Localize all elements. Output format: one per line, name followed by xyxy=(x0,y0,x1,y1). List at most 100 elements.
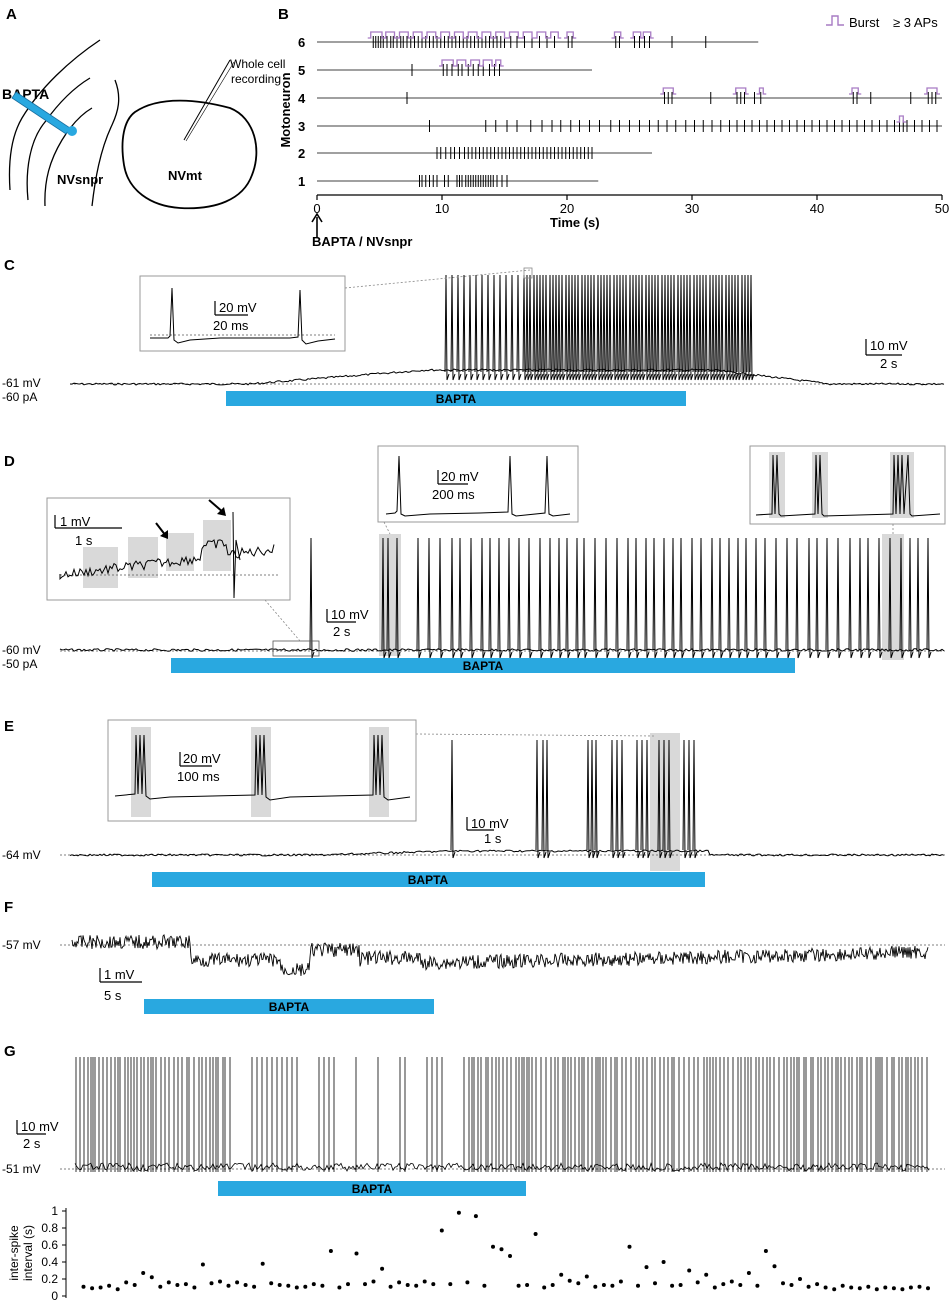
panel-letter-c: C xyxy=(4,257,15,274)
action-potential xyxy=(899,537,905,659)
isi-point xyxy=(499,1247,504,1252)
action-potential xyxy=(570,274,576,381)
action-potential xyxy=(656,274,662,381)
baseline-label-f: -57 mV xyxy=(2,938,41,952)
isi-point xyxy=(849,1285,854,1290)
raster-x-tick-label: 10 xyxy=(435,201,449,216)
isi-point xyxy=(798,1277,802,1281)
action-potential xyxy=(710,537,716,659)
isi-point xyxy=(388,1284,393,1289)
scale-g-v: 10 mV xyxy=(21,1119,59,1134)
nvsnpr-label: NVsnpr xyxy=(57,172,103,187)
action-potential xyxy=(746,274,752,381)
bapta-bar-d xyxy=(171,658,795,673)
isi-point xyxy=(525,1283,530,1287)
action-potential xyxy=(695,274,701,381)
isi-point xyxy=(866,1284,871,1289)
action-potential xyxy=(657,739,663,859)
action-potential xyxy=(916,537,922,659)
scale-g-t: 2 s xyxy=(23,1136,41,1151)
burst-legend-icon xyxy=(826,15,844,26)
action-potential xyxy=(718,537,724,659)
action-potential xyxy=(525,274,531,381)
isi-point xyxy=(200,1262,205,1267)
scale-e-t: 1 s xyxy=(484,831,502,846)
isi-y-tick-label: 0.4 xyxy=(41,1255,58,1269)
action-potential xyxy=(498,274,504,381)
isi-ylabel-2: interval (s) xyxy=(21,1225,35,1281)
action-potential xyxy=(848,537,854,659)
isi-point xyxy=(823,1285,828,1290)
action-potential xyxy=(634,537,640,659)
action-potential xyxy=(926,537,932,659)
isi-point xyxy=(218,1279,222,1284)
isi-point xyxy=(926,1286,930,1291)
action-potential xyxy=(538,274,544,381)
raster-x-tick-label: 20 xyxy=(560,201,574,216)
isi-point xyxy=(311,1282,316,1287)
action-potential xyxy=(692,739,698,859)
isi-point xyxy=(704,1272,709,1277)
action-potential xyxy=(621,274,627,381)
inset-c-scale-v: 20 mV xyxy=(219,300,257,315)
raster-row-label: 3 xyxy=(298,119,305,134)
isi-point xyxy=(618,1279,623,1284)
isi-point xyxy=(772,1264,777,1269)
burst-legend-criterion: ≥ 3 APs xyxy=(893,15,938,30)
action-potential xyxy=(488,537,494,659)
isi-point xyxy=(473,1214,478,1219)
isi-point xyxy=(542,1285,547,1290)
isi-point xyxy=(252,1284,257,1289)
baseline-label-g: -51 mV xyxy=(2,1162,41,1176)
isi-point xyxy=(90,1286,95,1291)
action-potential xyxy=(701,274,707,381)
isi-point xyxy=(832,1287,837,1292)
isi-point xyxy=(891,1286,896,1291)
isi-point xyxy=(465,1280,470,1285)
action-potential xyxy=(554,274,560,381)
action-potential xyxy=(522,274,528,381)
scale-c-t: 2 s xyxy=(880,356,898,371)
action-potential xyxy=(438,537,444,659)
action-potential xyxy=(785,537,791,659)
action-potential xyxy=(631,274,637,381)
isi-point xyxy=(917,1284,922,1289)
isi-point xyxy=(226,1283,231,1288)
isi-point xyxy=(840,1283,845,1288)
action-potential xyxy=(551,274,557,381)
isi-point xyxy=(286,1283,291,1288)
isi-point xyxy=(158,1284,163,1289)
action-potential xyxy=(474,274,480,381)
spikes-d xyxy=(309,537,932,659)
action-potential xyxy=(444,274,450,381)
raster-row-label: 2 xyxy=(298,146,305,161)
isi-point xyxy=(653,1281,657,1286)
action-potential xyxy=(309,537,315,659)
action-potential xyxy=(717,274,723,381)
scale-d-v: 10 mV xyxy=(331,607,369,622)
inset-d1-scale-t: 1 s xyxy=(75,533,93,548)
baseline-label-e: -64 mV xyxy=(2,848,41,862)
action-potential xyxy=(733,274,739,381)
isi-point xyxy=(175,1283,180,1287)
trace-f xyxy=(71,934,929,976)
raster-xlabel: Time (s) xyxy=(550,215,600,230)
action-potential xyxy=(427,537,433,659)
action-potential xyxy=(535,274,541,381)
bapta-bar-e xyxy=(152,872,705,887)
action-potential xyxy=(486,274,492,381)
action-potential xyxy=(676,274,682,381)
action-potential xyxy=(662,537,668,659)
isi-point xyxy=(755,1283,760,1288)
isi-point xyxy=(414,1283,419,1288)
inset-e-scale-t: 100 ms xyxy=(177,769,220,784)
baseline-label-d: -60 mV xyxy=(2,643,41,657)
trace-d xyxy=(59,648,945,652)
isi-point xyxy=(337,1285,342,1290)
isi-point xyxy=(183,1282,188,1287)
raster-x-tick-label: 30 xyxy=(685,201,699,216)
isi-point xyxy=(439,1228,444,1233)
bapta-bar-c xyxy=(226,391,686,406)
burst-marker xyxy=(439,59,504,67)
action-potential xyxy=(567,274,573,381)
